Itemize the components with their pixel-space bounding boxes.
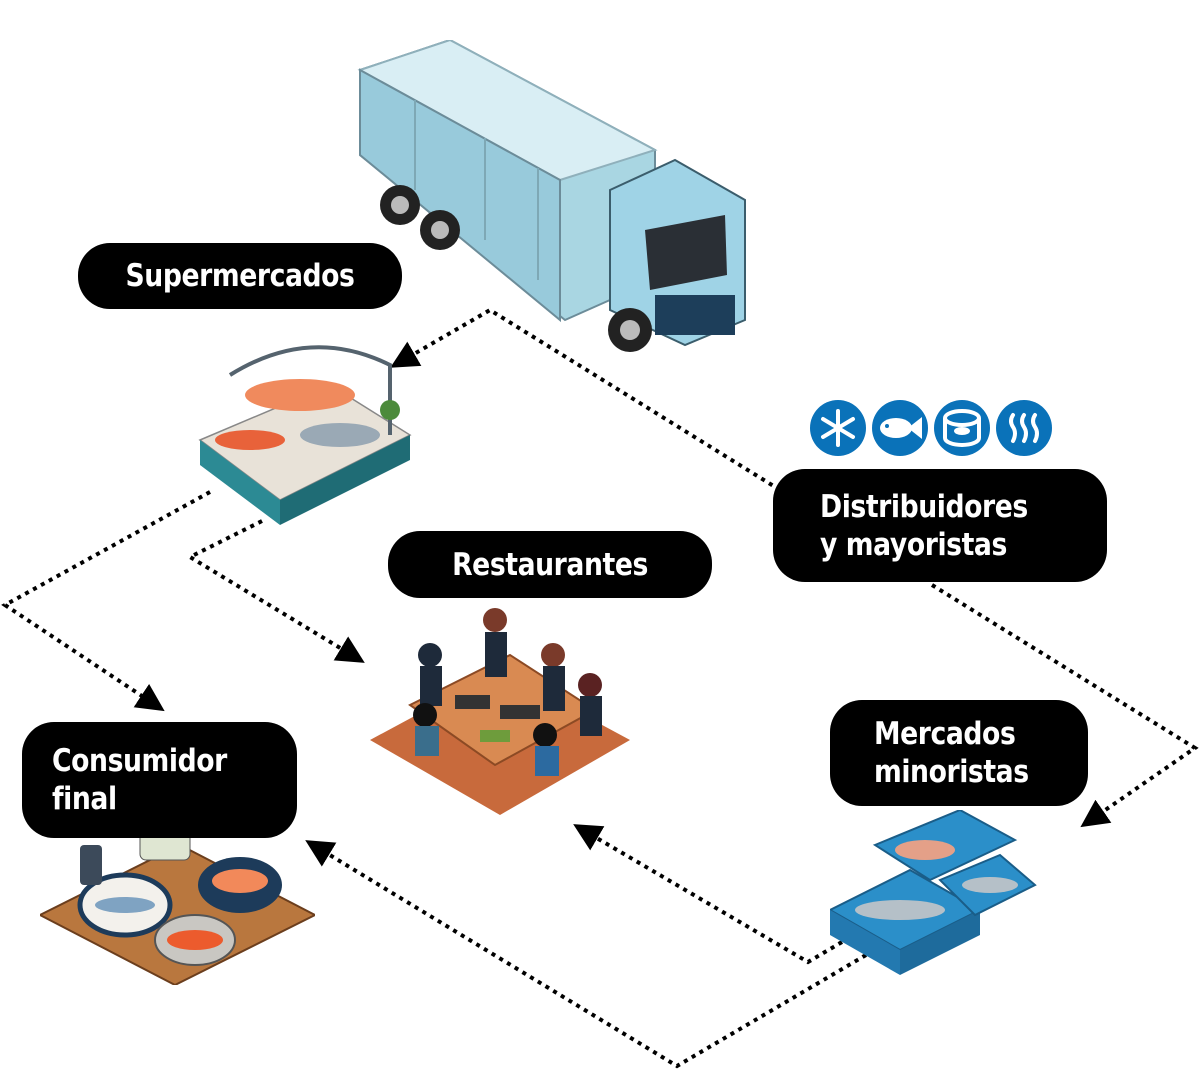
steam-icon bbox=[996, 400, 1052, 456]
canned-fish-icon bbox=[934, 400, 990, 456]
seafood-counter-illustration bbox=[198, 345, 412, 525]
arrow-supermercados-to-consumidor bbox=[1, 490, 211, 712]
node-consumidor: Consumidor final bbox=[22, 722, 297, 838]
node-label: Restaurantes bbox=[452, 546, 648, 583]
distributor-product-icons bbox=[810, 400, 1052, 456]
fish-crates-illustration bbox=[830, 810, 1037, 975]
fish-icon bbox=[872, 400, 928, 456]
arrow-supermercados-to-restaurantes bbox=[185, 519, 365, 663]
consumer-seafood-table-illustration bbox=[40, 814, 315, 985]
node-label-line-1: Consumidor bbox=[52, 743, 227, 779]
arrow-mercados-to-consumidor bbox=[305, 840, 868, 1069]
arrow-distribuidores-to-mercados bbox=[930, 583, 1199, 828]
node-mercados: Mercados minoristas bbox=[830, 700, 1088, 806]
node-restaurantes: Restaurantes bbox=[388, 531, 712, 598]
node-distribuidores: Distribuidores y mayoristas bbox=[773, 469, 1107, 582]
node-label: Supermercados bbox=[125, 258, 355, 294]
node-label-line-2: y mayoristas bbox=[820, 526, 1007, 563]
refrigerated-truck-illustration bbox=[357, 40, 746, 352]
node-label-line-1: Distribuidores bbox=[820, 488, 1028, 525]
restaurant-table-illustration bbox=[370, 608, 630, 815]
node-label-line-2: final bbox=[52, 781, 117, 817]
node-label-line-1: Mercados bbox=[874, 716, 1016, 752]
node-label-line-2: minoristas bbox=[874, 754, 1029, 790]
snowflake-icon bbox=[810, 400, 866, 456]
arrow-distribuidores-to-supermercados bbox=[390, 307, 782, 492]
arrow-mercados-to-restaurantes bbox=[573, 824, 844, 965]
node-supermercados: Supermercados bbox=[78, 243, 402, 309]
